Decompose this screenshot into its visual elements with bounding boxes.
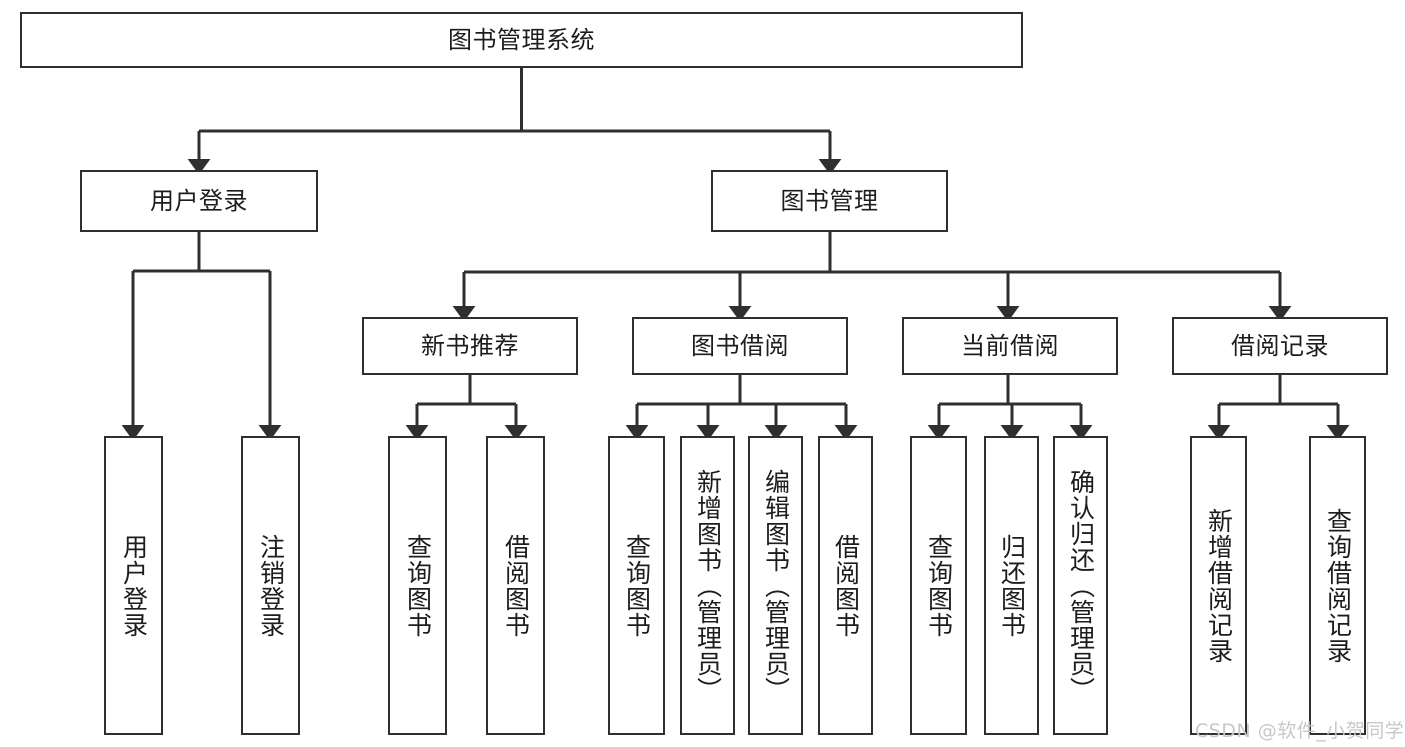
- node-current-borrow[interactable]: 当前借阅: [902, 317, 1118, 375]
- node-leaf-query-borrow-record-label: 查询借阅记录: [1323, 507, 1353, 664]
- node-leaf-add-book-admin[interactable]: 新增图书（管理员）: [680, 436, 735, 735]
- node-root-label: 图书管理系统: [448, 25, 595, 54]
- node-book-manage[interactable]: 图书管理: [711, 170, 948, 232]
- node-leaf-query-book-1-label: 查询图书: [403, 533, 433, 638]
- node-leaf-add-borrow-record[interactable]: 新增借阅记录: [1190, 436, 1247, 735]
- node-leaf-query-book-2[interactable]: 查询图书: [608, 436, 665, 735]
- node-leaf-borrow-book-2-label: 借阅图书: [831, 533, 861, 638]
- node-leaf-add-book-admin-label: 新增图书（管理员）: [693, 468, 723, 703]
- node-leaf-user-login-label: 用户登录: [119, 533, 149, 638]
- node-leaf-query-book-3-label: 查询图书: [924, 533, 954, 638]
- node-leaf-logout-login-label: 注销登录: [256, 533, 286, 638]
- node-leaf-query-book-3[interactable]: 查询图书: [910, 436, 967, 735]
- node-leaf-edit-book-admin-label: 编辑图书（管理员）: [761, 468, 791, 703]
- node-leaf-query-book-2-label: 查询图书: [622, 533, 652, 638]
- node-leaf-confirm-return-admin[interactable]: 确认归还（管理员）: [1053, 436, 1108, 735]
- node-book-borrow-label: 图书借阅: [691, 331, 789, 360]
- node-leaf-user-login[interactable]: 用户登录: [104, 436, 163, 735]
- node-book-borrow[interactable]: 图书借阅: [632, 317, 848, 375]
- node-user-login[interactable]: 用户登录: [80, 170, 318, 232]
- node-leaf-return-book-label: 归还图书: [997, 533, 1027, 638]
- csdn-watermark: CSDN @软件_小贺同学: [1195, 720, 1405, 742]
- node-book-manage-label: 图书管理: [780, 186, 879, 215]
- node-leaf-query-book-1[interactable]: 查询图书: [388, 436, 447, 735]
- node-leaf-borrow-book-1-label: 借阅图书: [501, 533, 531, 638]
- node-leaf-edit-book-admin[interactable]: 编辑图书（管理员）: [748, 436, 803, 735]
- node-root[interactable]: 图书管理系统: [20, 12, 1023, 68]
- node-leaf-return-book[interactable]: 归还图书: [984, 436, 1039, 735]
- node-leaf-borrow-book-1[interactable]: 借阅图书: [486, 436, 545, 735]
- node-borrow-record[interactable]: 借阅记录: [1172, 317, 1388, 375]
- node-leaf-confirm-return-admin-label: 确认归还（管理员）: [1066, 468, 1096, 703]
- node-current-borrow-label: 当前借阅: [961, 331, 1059, 360]
- node-leaf-query-borrow-record[interactable]: 查询借阅记录: [1309, 436, 1366, 735]
- node-new-book-recommend[interactable]: 新书推荐: [362, 317, 578, 375]
- node-leaf-add-borrow-record-label: 新增借阅记录: [1204, 507, 1234, 664]
- node-leaf-borrow-book-2[interactable]: 借阅图书: [818, 436, 873, 735]
- node-new-book-recommend-label: 新书推荐: [421, 331, 519, 360]
- node-borrow-record-label: 借阅记录: [1231, 331, 1329, 360]
- node-leaf-logout-login[interactable]: 注销登录: [241, 436, 300, 735]
- node-user-login-label: 用户登录: [150, 186, 248, 215]
